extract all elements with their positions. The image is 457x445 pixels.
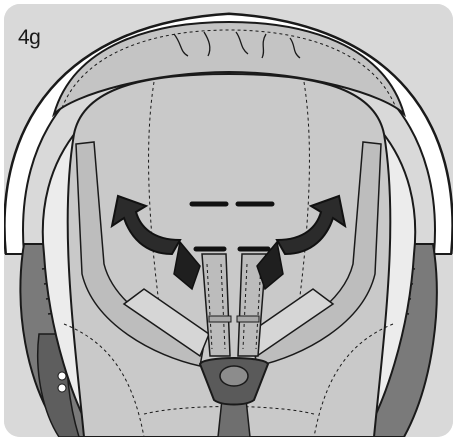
right-strap-band [237, 316, 259, 322]
step-label: 4g [18, 26, 40, 50]
left-strap-band [209, 316, 231, 322]
illustration-frame: 4g [4, 4, 453, 437]
buckle-button [220, 366, 248, 386]
left-button-bottom [58, 384, 66, 392]
car-seat-illustration [4, 4, 453, 437]
left-button-top [58, 372, 66, 380]
